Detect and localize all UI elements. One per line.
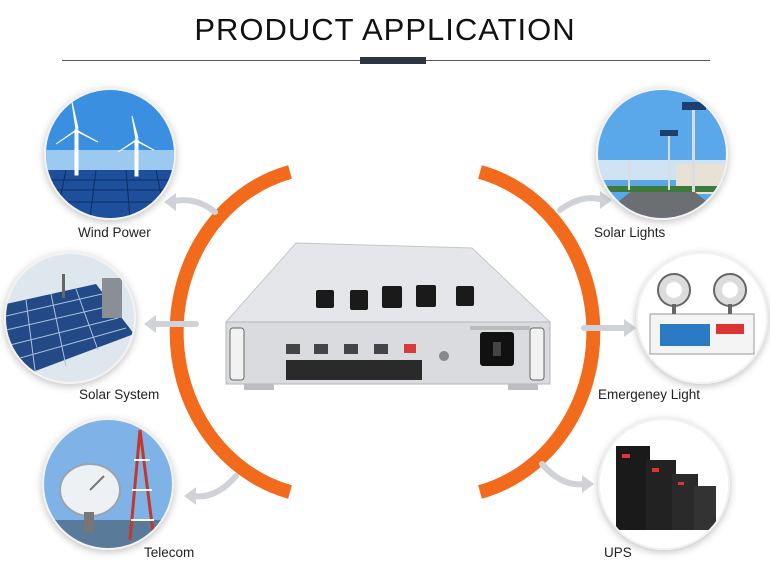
solar-system-image [4, 252, 136, 384]
telecom-label: Telecom [144, 545, 195, 560]
arrow-to-ups [539, 461, 594, 493]
left-orange-arc [169, 165, 292, 499]
solar-lights-image [596, 88, 728, 220]
telecom-image [42, 418, 174, 550]
wind-power-image [44, 88, 176, 220]
emergency-light-icon [638, 254, 766, 382]
arrow-to-solar-system [144, 315, 199, 333]
satellite-dish-icon [44, 420, 172, 548]
arrow-to-solar-lights [557, 191, 612, 213]
ups-unit-icon [600, 420, 728, 548]
street-lamp-icon [598, 90, 726, 218]
solar-lights-label: Solar Lights [594, 225, 666, 240]
arrow-to-telecom [184, 473, 239, 505]
arrow-to-wind-power [164, 193, 218, 215]
wind-turbine-icon [46, 90, 174, 218]
emergency-light-image [636, 252, 768, 384]
battery-module-image [224, 242, 552, 390]
arrow-to-emergency-light [581, 319, 636, 337]
ups-label: UPS [604, 545, 632, 560]
solar-system-label: Solar System [79, 387, 160, 402]
ups-image [598, 418, 730, 550]
wind-power-label: Wind Power [78, 225, 151, 240]
title-accent-bar [360, 57, 426, 64]
emergency-light-label: Emergeney Light [598, 387, 701, 402]
solar-panel-icon [6, 254, 134, 382]
page-title: PRODUCT APPLICATION [194, 12, 576, 47]
right-orange-arc [478, 165, 601, 499]
